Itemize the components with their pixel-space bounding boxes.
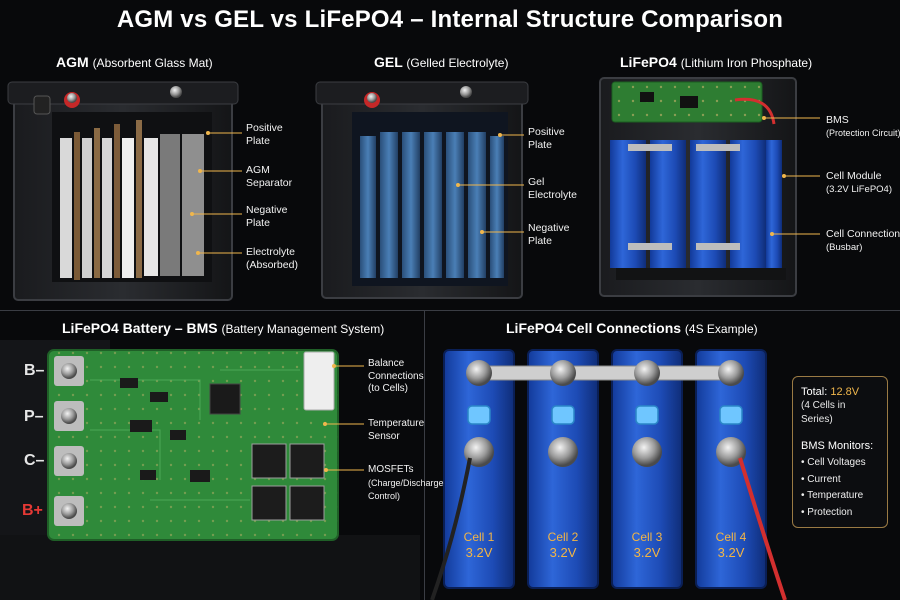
terminal-c-minus: C– — [24, 452, 45, 469]
lifepo4-label-bms: BMS(Protection Circuit) — [826, 114, 900, 138]
page-title: AGM vs GEL vs LiFePO4 – Internal Structu… — [116, 6, 784, 33]
positive-wire — [738, 457, 787, 600]
bms-monitors-title: BMS Monitors: — [801, 440, 874, 452]
lifepo4-label-cell-module: Cell Module(3.2V LiFePO4) — [826, 170, 892, 195]
cells-4s-illustration — [430, 349, 787, 600]
vertical-divider — [424, 310, 425, 600]
cell-4-body — [695, 349, 767, 589]
total-voltage: Total: 12.8V — [801, 386, 860, 398]
gel-battery-illustration — [315, 81, 529, 299]
monitor-item: Temperature — [801, 488, 879, 505]
monitor-item: Cell Voltages — [801, 455, 879, 472]
bms-panel-title: LiFePO4 Battery – BMS (Battery Managemen… — [62, 320, 385, 336]
horizontal-divider — [0, 310, 900, 311]
agm-panel-title: AGM (Absorbent Glass Mat) — [56, 54, 213, 70]
series-info-box: Total: 12.8V (4 Cells in Series) BMS Mon… — [792, 376, 888, 528]
agm-label-electrolyte: Electrolyte(Absorbed) — [246, 246, 298, 271]
cell-1-body — [443, 349, 515, 589]
monitor-item: Protection — [801, 505, 879, 522]
terminal-b-minus: B– — [24, 362, 45, 379]
agm-battery-illustration — [7, 81, 242, 301]
terminal-p-minus: P– — [24, 408, 44, 425]
lifepo4-panel-title: LiFePO4 (Lithium Iron Phosphate) — [620, 54, 813, 70]
negative-wire — [430, 457, 472, 600]
lifepo4-battery-illustration — [599, 77, 820, 297]
cell-2-body — [527, 349, 599, 589]
terminal-b-plus: B+ — [22, 502, 43, 519]
cell-3-body — [611, 349, 683, 589]
lifepo4-label-cell-connection: Cell Connection(Busbar) — [826, 228, 900, 253]
bms-board-illustration — [0, 340, 420, 600]
bms-monitors-list: Cell Voltages Current Temperature Protec… — [801, 455, 879, 521]
cells-panel-title: LiFePO4 Cell Connections (4S Example) — [506, 320, 758, 336]
busbar — [469, 365, 739, 381]
series-note: (4 Cells in Series) — [801, 400, 846, 425]
gel-panel-title: GEL (Gelled Electrolyte) — [374, 54, 509, 70]
monitor-item: Current — [801, 472, 879, 489]
